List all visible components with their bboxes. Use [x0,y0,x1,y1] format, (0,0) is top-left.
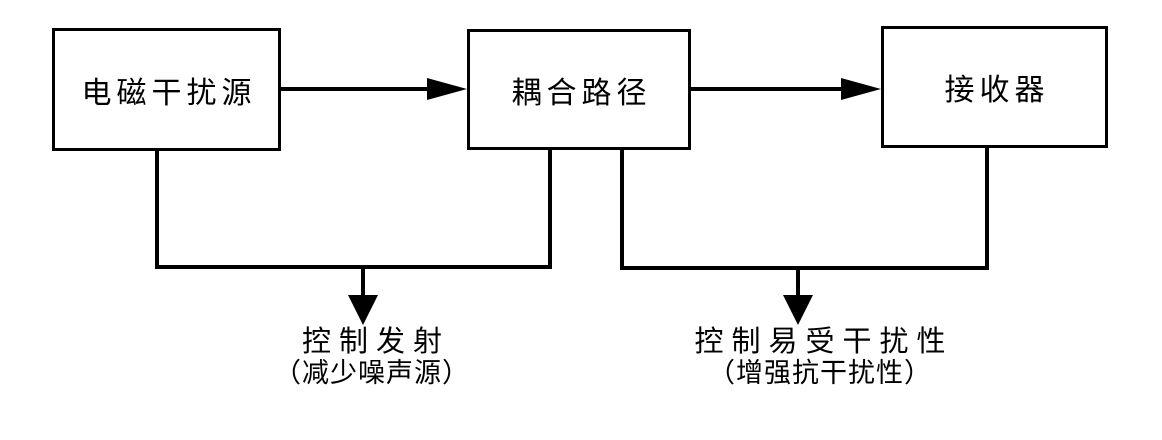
caption-control-susceptibility-sub: （增强抗干扰性） [708,358,932,388]
box-emi-source: 电磁干扰源 [52,28,281,151]
arrowhead-down-icon [348,295,378,325]
bracket-right-drop-from-path [620,150,624,270]
bracket-left-horizontal [155,265,552,269]
box-receiver-label: 接收器 [944,74,1050,107]
arrowhead-right-icon [427,78,467,100]
caption-control-emission-title: 控制发射 [301,326,450,358]
connector-line-source-to-path [281,87,429,91]
arrowhead-right-icon [841,78,881,100]
bracket-left-drop-from-source [155,151,159,269]
box-emi-source-label: 电磁干扰源 [81,76,257,110]
bracket-right-drop-from-receiver [985,148,989,270]
box-receiver: 接收器 [881,26,1108,148]
caption-control-emission-sub: （减少噪声源） [274,358,470,388]
arrowhead-down-icon [783,295,813,325]
caption-control-susceptibility: 控制易受干扰性 （增强抗干扰性） [660,328,980,387]
bracket-left-drop-from-path [548,150,552,269]
bracket-right-horizontal [620,266,989,270]
box-coupling-path: 耦合路径 [467,29,691,150]
box-coupling-path-label: 耦合路径 [511,76,652,110]
bracket-right-down-shaft [796,270,800,296]
connector-line-path-to-receiver [691,87,841,91]
caption-control-susceptibility-title: 控制易受干扰性 [694,326,954,358]
bracket-left-down-shaft [361,269,365,296]
caption-control-emission: 控制发射 （减少噪声源） [212,328,532,387]
